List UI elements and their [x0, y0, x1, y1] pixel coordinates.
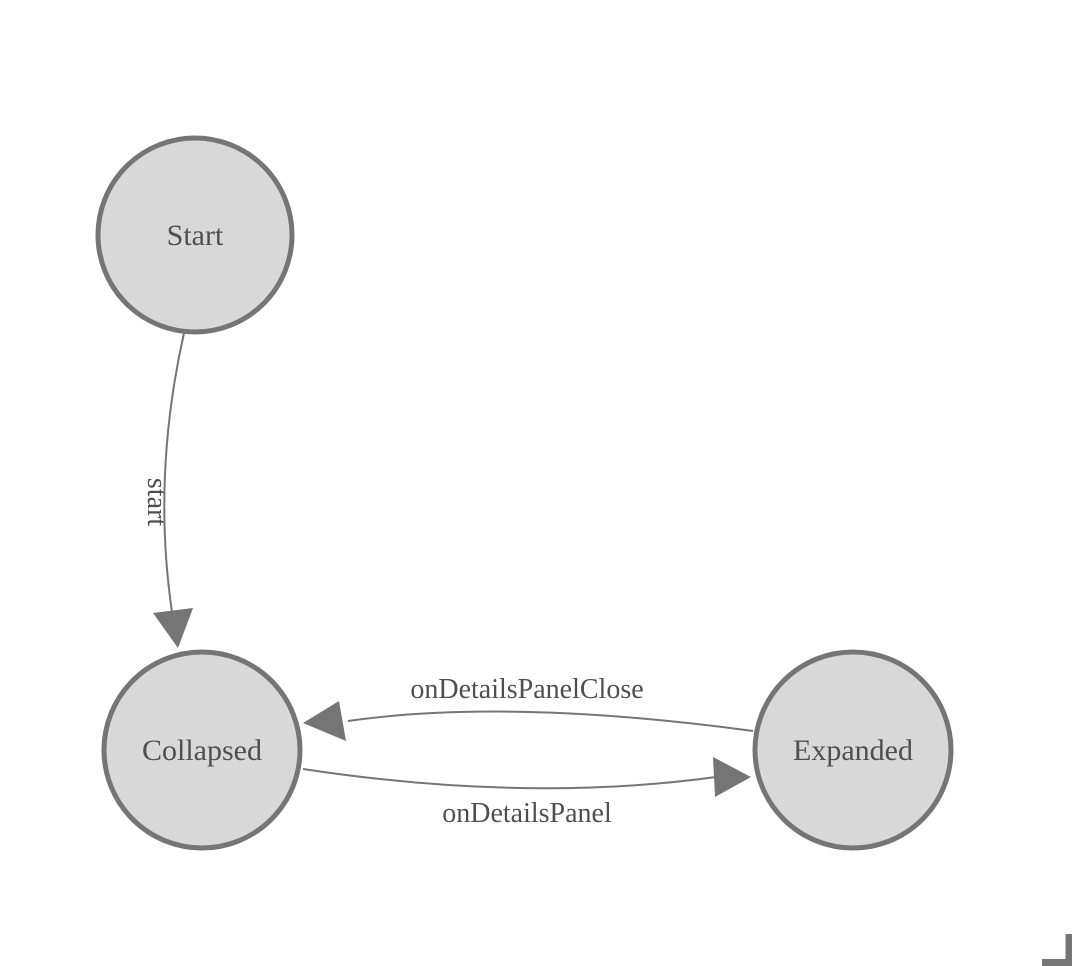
- edge-collapsed-to-expanded: onDetailsPanel: [302, 757, 751, 829]
- arrowhead-icon: [713, 757, 751, 797]
- node-circle[interactable]: [101, 649, 303, 851]
- canvas-corner-mark: [1042, 934, 1072, 966]
- edge-start-to-collapsed: start: [141, 332, 193, 648]
- arrowhead-icon: [153, 608, 193, 648]
- state-node-expanded[interactable]: Expanded: [752, 649, 954, 851]
- edge-line: [302, 768, 717, 790]
- edge-label-ondetailspanelclose: onDetailsPanelClose: [410, 674, 643, 705]
- edge-expanded-to-collapsed: onDetailsPanelClose: [303, 674, 754, 741]
- state-node-start[interactable]: Start: [95, 135, 295, 335]
- node-label-collapsed: Collapsed: [142, 734, 262, 767]
- edge-label-start: start: [141, 478, 172, 526]
- node-label-expanded: Expanded: [793, 734, 913, 767]
- edge-line: [163, 332, 185, 613]
- node-label-start: Start: [167, 219, 224, 252]
- arrowhead-icon: [303, 701, 346, 741]
- node-circle[interactable]: [752, 649, 954, 851]
- edge-line: [347, 710, 754, 732]
- state-node-collapsed[interactable]: Collapsed: [101, 649, 303, 851]
- node-circle[interactable]: [95, 135, 295, 335]
- edge-label-ondetailspanel: onDetailsPanel: [442, 798, 612, 829]
